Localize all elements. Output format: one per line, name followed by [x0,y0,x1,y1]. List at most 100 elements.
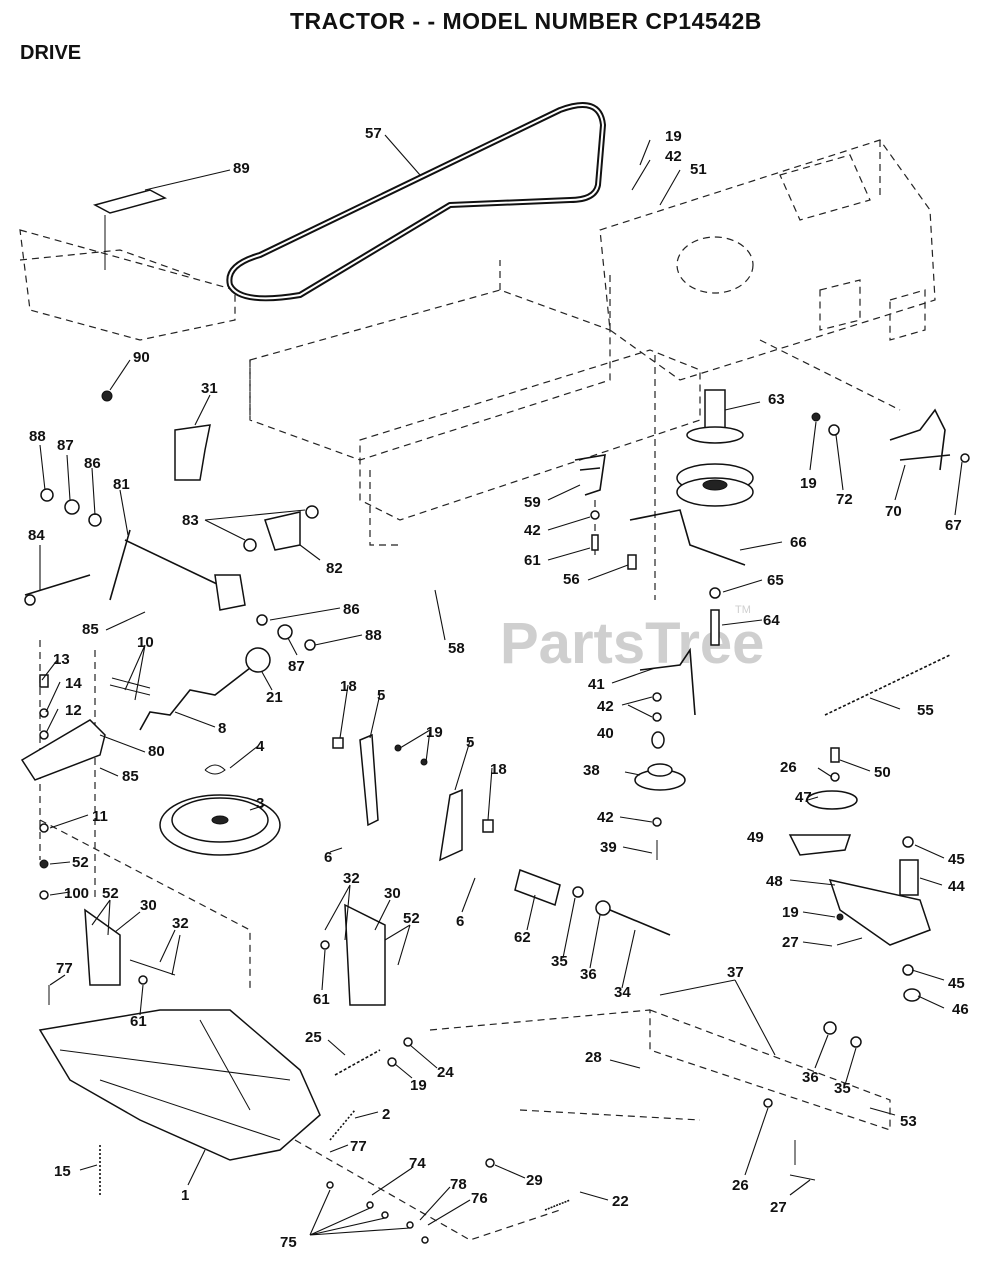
watermark-tm: TM [735,604,751,616]
callout-35b: 35 [834,1080,851,1097]
callout-85: 85 [82,621,99,638]
callout-74: 74 [409,1155,426,1172]
callout-45: 45 [948,851,965,868]
callout-64: 64 [763,612,780,629]
callout-77: 77 [56,960,73,977]
callout-48: 48 [766,873,783,890]
callout-85b: 85 [122,768,139,785]
callout-24: 24 [437,1064,454,1081]
callout-100: 100 [64,885,89,902]
callout-37: 37 [727,964,744,981]
callout-19: 19 [665,128,682,145]
callout-52c: 52 [403,910,420,927]
callout-53: 53 [900,1113,917,1130]
callout-32b: 32 [343,870,360,887]
callout-66: 66 [790,534,807,551]
watermark: PartsTree [500,611,764,676]
callout-18b: 18 [490,761,507,778]
callout-28: 28 [585,1049,602,1066]
parts-shapes [20,189,970,1244]
frame-outline [19,139,936,1241]
callout-45b: 45 [948,975,965,992]
callout-57: 57 [365,125,382,142]
callout-15: 15 [54,1163,71,1180]
callout-77b: 77 [350,1138,367,1155]
callout-42b: 42 [524,522,541,539]
callout-63: 63 [768,391,785,408]
callout-86b: 86 [343,601,360,618]
callout-80: 80 [148,743,165,760]
callout-61c: 61 [313,991,330,1008]
callout-27: 27 [782,934,799,951]
callout-12: 12 [65,702,82,719]
callout-26b: 26 [732,1177,749,1194]
callout-42: 42 [665,148,682,165]
callout-19d: 19 [782,904,799,921]
callout-90: 90 [133,349,150,366]
callout-21: 21 [266,689,283,706]
callout-39: 39 [600,839,617,856]
callout-84: 84 [28,527,45,544]
callout-2: 2 [382,1106,390,1123]
callout-29: 29 [526,1172,543,1189]
callout-8: 8 [218,720,226,737]
callout-52: 52 [72,854,89,871]
callout-65: 65 [767,572,784,589]
callout-6: 6 [324,849,332,866]
callout-59: 59 [524,494,541,511]
callout-13: 13 [53,651,70,668]
callout-55: 55 [917,702,934,719]
callout-87: 87 [57,437,74,454]
callout-1: 1 [181,1187,189,1204]
callout-83: 83 [182,512,199,529]
callout-88b: 88 [365,627,382,644]
callout-61b: 61 [130,1013,147,1030]
callout-81: 81 [113,476,130,493]
page-title: TRACTOR - - MODEL NUMBER CP14542B [290,8,762,34]
callout-19c: 19 [426,724,443,741]
callout-31: 31 [201,380,218,397]
callout-62: 62 [514,929,531,946]
callout-72: 72 [836,491,853,508]
callout-3: 3 [256,795,264,812]
callout-22: 22 [612,1193,629,1210]
callout-76: 76 [471,1190,488,1207]
callout-50: 50 [874,764,891,781]
callout-6b: 6 [456,913,464,930]
callout-56: 56 [563,571,580,588]
callout-36b: 36 [802,1069,819,1086]
callout-4: 4 [256,738,265,755]
callout-42c: 42 [597,698,614,715]
callout-10: 10 [137,634,154,651]
callout-89: 89 [233,160,250,177]
callout-25: 25 [305,1029,322,1046]
callout-78: 78 [450,1176,467,1193]
callout-44: 44 [948,878,965,895]
callout-51: 51 [690,161,707,178]
callout-49: 49 [747,829,764,846]
callout-38: 38 [583,762,600,779]
callout-11: 11 [92,808,108,825]
callout-5b: 5 [466,734,474,751]
callout-labels: 57 19 42 51 89 90 31 63 88 87 86 81 83 8… [28,125,969,1251]
callout-75: 75 [280,1234,297,1251]
callout-34: 34 [614,984,631,1001]
leader-lines [39,134,963,1236]
callout-82: 82 [326,560,343,577]
callout-32: 32 [172,915,189,932]
callout-41: 41 [588,676,605,693]
callout-46: 46 [952,1001,969,1018]
callout-5: 5 [377,687,385,704]
drive-belt [226,102,606,302]
callout-67: 67 [945,517,962,534]
callout-19b: 19 [800,475,817,492]
callout-30b: 30 [384,885,401,902]
callout-35: 35 [551,953,568,970]
callout-52b: 52 [102,885,119,902]
callout-18: 18 [340,678,357,695]
callout-36: 36 [580,966,597,983]
callout-14: 14 [65,675,82,692]
callout-40: 40 [597,725,614,742]
callout-47: 47 [795,789,812,806]
